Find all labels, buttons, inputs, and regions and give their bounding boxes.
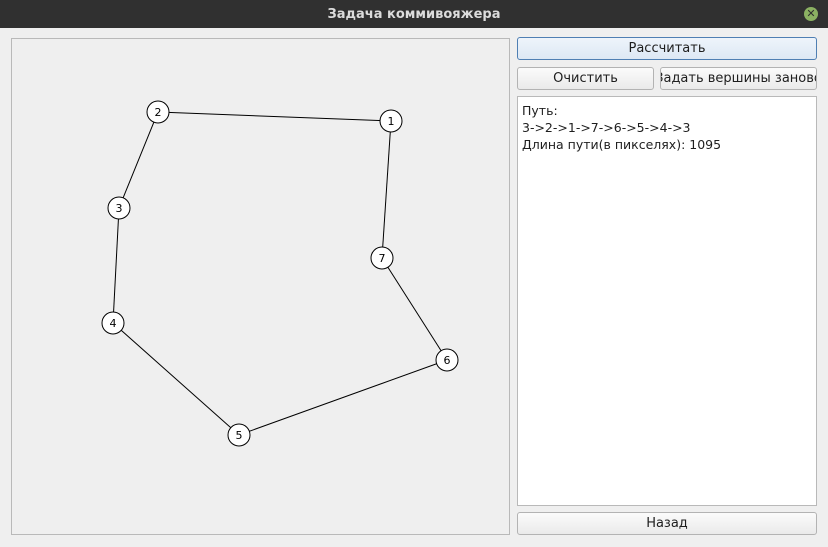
- reset-vertices-button[interactable]: Задать вершины заново: [660, 67, 817, 90]
- vertex-3[interactable]: 3: [107, 196, 131, 220]
- vertex-circle: [370, 246, 394, 270]
- graph-canvas[interactable]: 1 2 3 4 5 6 7: [11, 38, 510, 535]
- close-icon[interactable]: ✕: [804, 7, 818, 21]
- vertex-4[interactable]: 4: [101, 311, 125, 335]
- vertex-circle: [107, 196, 131, 220]
- path-heading: Путь:: [522, 103, 558, 118]
- vertex-2[interactable]: 2: [146, 100, 170, 124]
- vertex-circle: [379, 109, 403, 133]
- vertex-label: 3: [116, 202, 123, 215]
- window-title: Задача коммивояжера: [327, 6, 501, 22]
- vertex-label: 7: [379, 252, 386, 265]
- result-text-area[interactable]: Путь: 3->2->1->7->6->5->4->3 Длина пути(…: [517, 96, 817, 506]
- vertex-label: 2: [155, 106, 162, 119]
- calculate-button[interactable]: Рассчитать: [517, 37, 817, 60]
- vertex-1[interactable]: 1: [379, 109, 403, 133]
- path-edge-1-7: [381, 120, 392, 259]
- vertex-5[interactable]: 5: [227, 423, 251, 447]
- vertex-7[interactable]: 7: [370, 246, 394, 270]
- path-edge-4-3: [112, 207, 120, 324]
- back-button[interactable]: Назад: [517, 512, 817, 535]
- path-sequence: 3->2->1->7->6->5->4->3: [522, 120, 691, 135]
- clear-button[interactable]: Очистить: [517, 67, 654, 90]
- vertex-label: 4: [110, 317, 117, 330]
- title-bar: Задача коммивояжера ✕: [0, 0, 828, 28]
- path-edge-5-4: [112, 322, 240, 436]
- vertex-circle: [227, 423, 251, 447]
- path-edge-7-6: [381, 257, 448, 361]
- path-edge-3-2: [118, 111, 159, 209]
- vertex-label: 6: [444, 354, 451, 367]
- path-length: Длина пути(в пикселях): 1095: [522, 137, 722, 152]
- vertex-circle: [435, 348, 459, 372]
- vertex-circle: [101, 311, 125, 335]
- path-edge-2-1: [157, 111, 392, 122]
- graph-drawing: 1 2 3 4 5 6 7: [101, 100, 459, 447]
- path-edge-6-5: [238, 359, 448, 436]
- vertex-label: 5: [236, 429, 243, 442]
- vertex-6[interactable]: 6: [435, 348, 459, 372]
- vertex-circle: [146, 100, 170, 124]
- vertex-label: 1: [388, 115, 395, 128]
